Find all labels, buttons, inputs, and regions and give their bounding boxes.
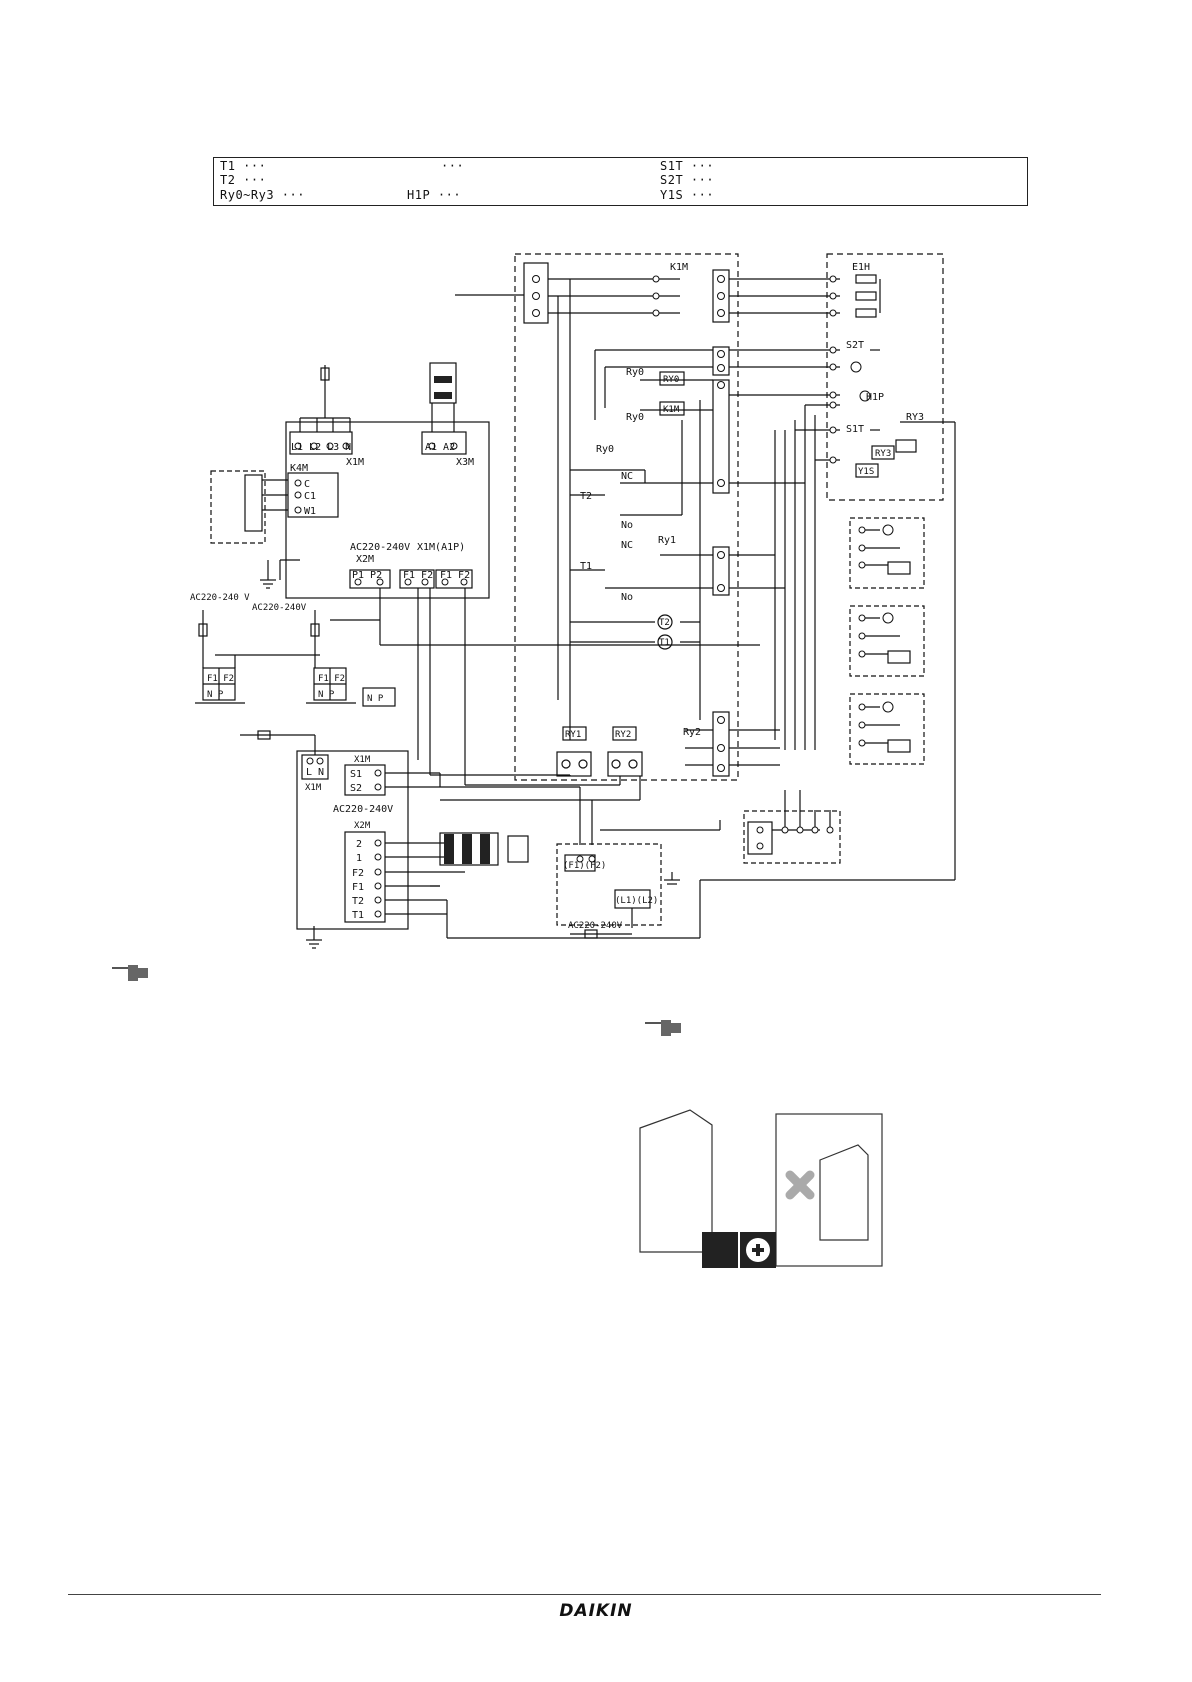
label-nc-b: NC: [621, 540, 633, 551]
label-s2: S2: [350, 783, 362, 794]
label-c1: C1: [304, 491, 316, 502]
outdoor-box: [296, 750, 409, 930]
label-h1p: H1P: [866, 392, 884, 403]
label-x1m-a1p: X1M(A1P): [417, 542, 465, 553]
label-f1f2-a: F1 F2: [403, 570, 433, 581]
label-ac-c: AC220-240V: [252, 603, 307, 613]
label-term-1: 1: [356, 853, 362, 864]
heater-box-outline: [826, 253, 944, 501]
label-term-2: 2: [356, 839, 362, 850]
label-k1m-box: K1M: [663, 405, 680, 415]
label-no-a: No: [621, 520, 633, 531]
label-t2-circle: T2: [659, 618, 670, 628]
note-icon: [645, 1020, 681, 1036]
legend-ry: Ry0~Ry3 ···: [220, 188, 305, 202]
legend-s1t: S1T ···: [660, 159, 715, 173]
legend-y1s: Y1S ···: [660, 188, 715, 202]
label-ln: L N: [306, 767, 324, 778]
label-f1: F1: [352, 882, 364, 893]
label-x2m-b: X2M: [354, 821, 371, 831]
label-f1f2-paren: (F1)(F2): [563, 861, 606, 871]
switch-box-outline: [514, 253, 739, 781]
label-ry3-box: RY3: [875, 449, 891, 459]
label-ac-b: AC220-240 V: [190, 593, 250, 603]
label-ry1: Ry1: [658, 535, 676, 546]
label-s2t: S2T: [846, 340, 864, 351]
label-ry0-b: Ry0: [626, 412, 644, 423]
label-ry0-a: Ry0: [626, 367, 644, 378]
legend-dots: ···: [441, 159, 465, 173]
label-w1: W1: [304, 506, 316, 517]
label-no-b: No: [621, 592, 633, 603]
label-k1m: K1M: [670, 262, 688, 273]
label-ry2: Ry2: [683, 727, 701, 738]
label-l1l2: (L1)(L2): [615, 896, 658, 906]
label-x3m-terms: A1 A2: [425, 442, 455, 453]
label-e1h: E1H: [852, 262, 870, 273]
label-f1f2-d: F1 F2: [318, 674, 345, 684]
label-ry2-box: RY2: [615, 730, 631, 740]
legend-s2t: S2T ···: [660, 173, 715, 187]
label-f1f2-b: F1 F2: [440, 570, 470, 581]
label-nc-a: NC: [621, 471, 633, 482]
label-f1f2-c: F1 F2: [207, 674, 234, 684]
label-x2m: X2M: [356, 554, 374, 565]
label-x1m: X1M: [346, 457, 364, 468]
label-np-b: N P: [318, 690, 335, 700]
label-k4m: K4M: [290, 463, 308, 474]
label-c: C: [304, 479, 310, 490]
label-x3m: X3M: [456, 457, 474, 468]
label-ac-e: AC220-240V: [568, 921, 623, 931]
label-tt2: T2: [352, 896, 364, 907]
legend-t1: T1 ···: [220, 159, 267, 173]
note-icon: [112, 965, 148, 981]
label-f2: F2: [352, 868, 364, 879]
label-y1s: Y1S: [858, 467, 874, 477]
label-p1p2: P1 P2: [352, 570, 382, 581]
label-ac-d: AC220-240V: [333, 804, 393, 815]
label-t1: T1: [580, 561, 592, 572]
label-np-a: N P: [207, 690, 224, 700]
label-np-c: N P: [367, 694, 384, 704]
legend-h1p: H1P ···: [407, 188, 462, 202]
label-s1t: S1T: [846, 424, 864, 435]
brand-logo: DAIKIN: [559, 1601, 633, 1621]
label-x1m-c: X1M: [354, 755, 371, 765]
label-ry1-box: RY1: [565, 730, 581, 740]
wrong-way-panel: [775, 1113, 883, 1267]
label-x1m-terms: L1 L2 L3 N: [291, 442, 351, 453]
label-s1: S1: [350, 769, 362, 780]
label-ry0-c: Ry0: [596, 444, 614, 455]
legend-t2: T2 ···: [220, 173, 267, 187]
label-ac-a: AC220-240V: [350, 542, 410, 553]
label-t1-circle: T1: [659, 638, 670, 648]
footer-divider: [68, 1594, 1101, 1595]
legend-box: T1 ··· T2 ··· Ry0~Ry3 ··· ··· H1P ··· S1…: [213, 157, 1028, 206]
label-tt1: T1: [352, 910, 364, 921]
label-ry0-box: RY0: [663, 375, 679, 385]
label-t2: T2: [580, 491, 592, 502]
label-x1m-b: X1M: [305, 783, 322, 793]
label-ry3: RY3: [906, 412, 924, 423]
